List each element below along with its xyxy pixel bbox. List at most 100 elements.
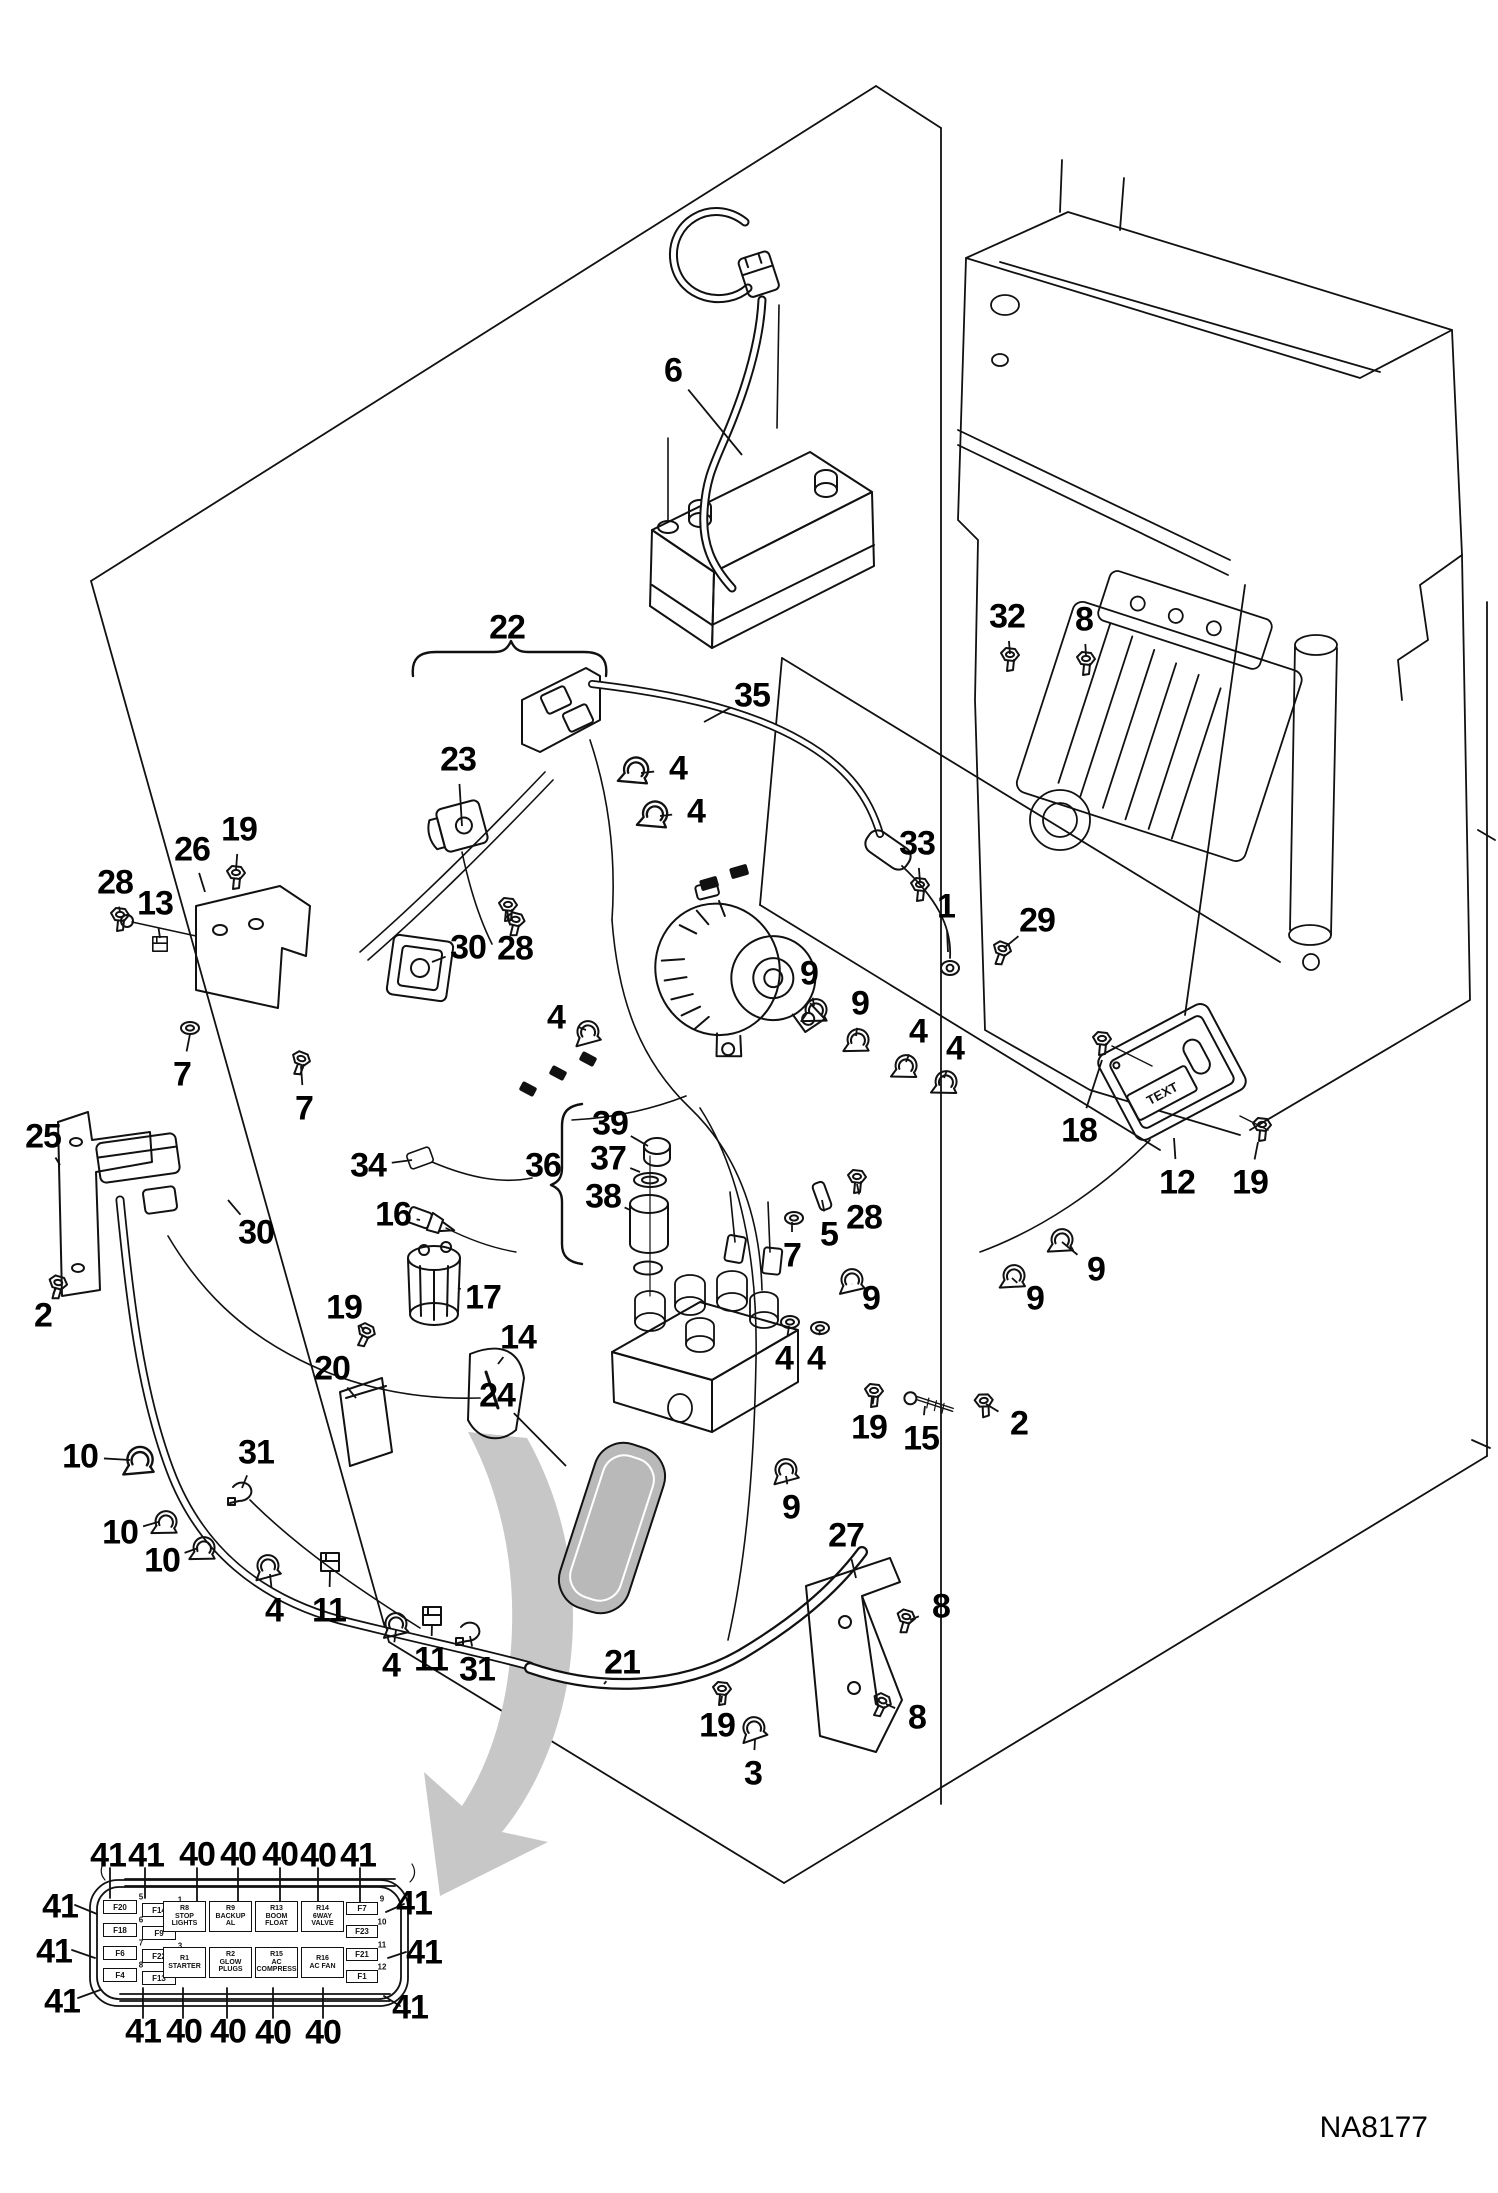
fuse-F1: F1 [346,1970,378,1983]
fuse-F4: F4 [103,1968,137,1982]
leader-19 [235,853,239,871]
callout-10: 10 [102,1513,139,1552]
callout-4: 4 [547,998,566,1037]
leader-30 [431,955,446,963]
callout-31: 31 [238,1433,275,1472]
callout-7: 7 [295,1089,314,1128]
leader-8 [1084,643,1087,657]
callout-4: 4 [382,1646,401,1685]
leader-2 [985,1403,999,1413]
leader-4 [943,1071,948,1079]
callout-2: 2 [1010,1404,1029,1443]
right-fasteners [784,1169,996,1420]
callout-14: 14 [500,1318,537,1357]
callout-41: 41 [90,1836,127,1875]
chassis-illustration [957,159,1496,1449]
leader-9 [855,1027,858,1037]
leader-30 [227,1199,242,1216]
leader-7 [300,1065,304,1086]
callout-9: 9 [862,1279,881,1318]
callout-12: 12 [1159,1163,1196,1202]
harness-wires [406,864,763,1641]
callout-9: 9 [782,1488,801,1527]
leader-13 [157,927,161,939]
callout-41: 41 [340,1836,377,1875]
fuse-F21: F21 [346,1948,378,1961]
callout-41: 41 [392,1988,429,2027]
leader-21 [603,1680,608,1685]
leader-4 [786,1325,790,1336]
leader-4 [393,1629,397,1643]
callout-35: 35 [734,676,771,715]
callout-41: 41 [125,2012,162,2051]
callout-37: 37 [590,1139,627,1178]
callout-11: 11 [414,1640,449,1679]
callout-41: 41 [128,1836,165,1875]
callout-19: 19 [1232,1163,1269,1202]
callout-28: 28 [846,1198,883,1237]
leader-27 [850,1559,857,1579]
mount-bracket-illustration [712,1557,918,1753]
leader-9 [1061,1241,1079,1256]
callout-40: 40 [220,1835,257,1874]
detail-arrow [424,1432,574,1896]
callout-15: 15 [903,1419,940,1458]
callout-21: 21 [604,1643,641,1682]
leader-15 [922,1405,926,1416]
leader-39 [630,1135,649,1147]
callout-8: 8 [932,1587,951,1626]
leader-14 [497,1356,505,1365]
callout-1: 1 [937,887,956,926]
callout-25: 25 [25,1117,62,1156]
leader-33 [917,867,921,883]
callout-36: 36 [525,1146,562,1185]
callout-7: 7 [173,1055,192,1094]
callout-9: 9 [800,954,819,993]
callout-40: 40 [262,1835,299,1874]
fuse-pin-6: 6 [138,1915,144,1925]
starter-cable-illustration [588,680,960,976]
filter-group-illustration [339,1206,525,1467]
callout-9: 9 [1026,1279,1045,1318]
callout-29: 29 [1019,901,1056,940]
fuse-pin-3: 3 [177,1941,183,1951]
callout-4: 4 [265,1591,284,1630]
fuse-pin-10: 10 [377,1917,387,1927]
callout-34: 34 [350,1146,387,1185]
leader-37 [629,1167,641,1173]
leader-1 [946,930,949,953]
leader-19 [720,1695,723,1703]
callout-38: 38 [585,1177,622,1216]
callout-4: 4 [946,1029,965,1068]
callout-4: 4 [687,792,706,831]
leader-5 [821,1199,826,1212]
leader-9 [1011,1277,1018,1284]
leader-16 [416,1218,421,1221]
callout-13: 13 [137,884,174,923]
callout-40: 40 [255,2013,292,2052]
callout-7: 7 [783,1236,802,1275]
fuse-pin-12: 12 [377,1962,387,1972]
callout-41: 41 [42,1887,79,1926]
callout-41: 41 [36,1932,73,1971]
leader-29 [1003,935,1019,949]
leader-23 [458,783,463,827]
callout-17: 17 [465,1278,502,1317]
callout-19: 19 [699,1706,736,1745]
leader-17 [457,1287,462,1290]
callout-9: 9 [851,984,870,1023]
fuse-F6: F6 [103,1946,137,1960]
fuse-pin-1: 1 [177,1895,183,1905]
callout-16: 16 [375,1195,412,1234]
callout-28: 28 [97,863,134,902]
left-bracket-illustration [110,865,313,1078]
leader-7 [185,1033,191,1052]
leader-38 [624,1206,631,1211]
callout-4: 4 [669,749,688,788]
